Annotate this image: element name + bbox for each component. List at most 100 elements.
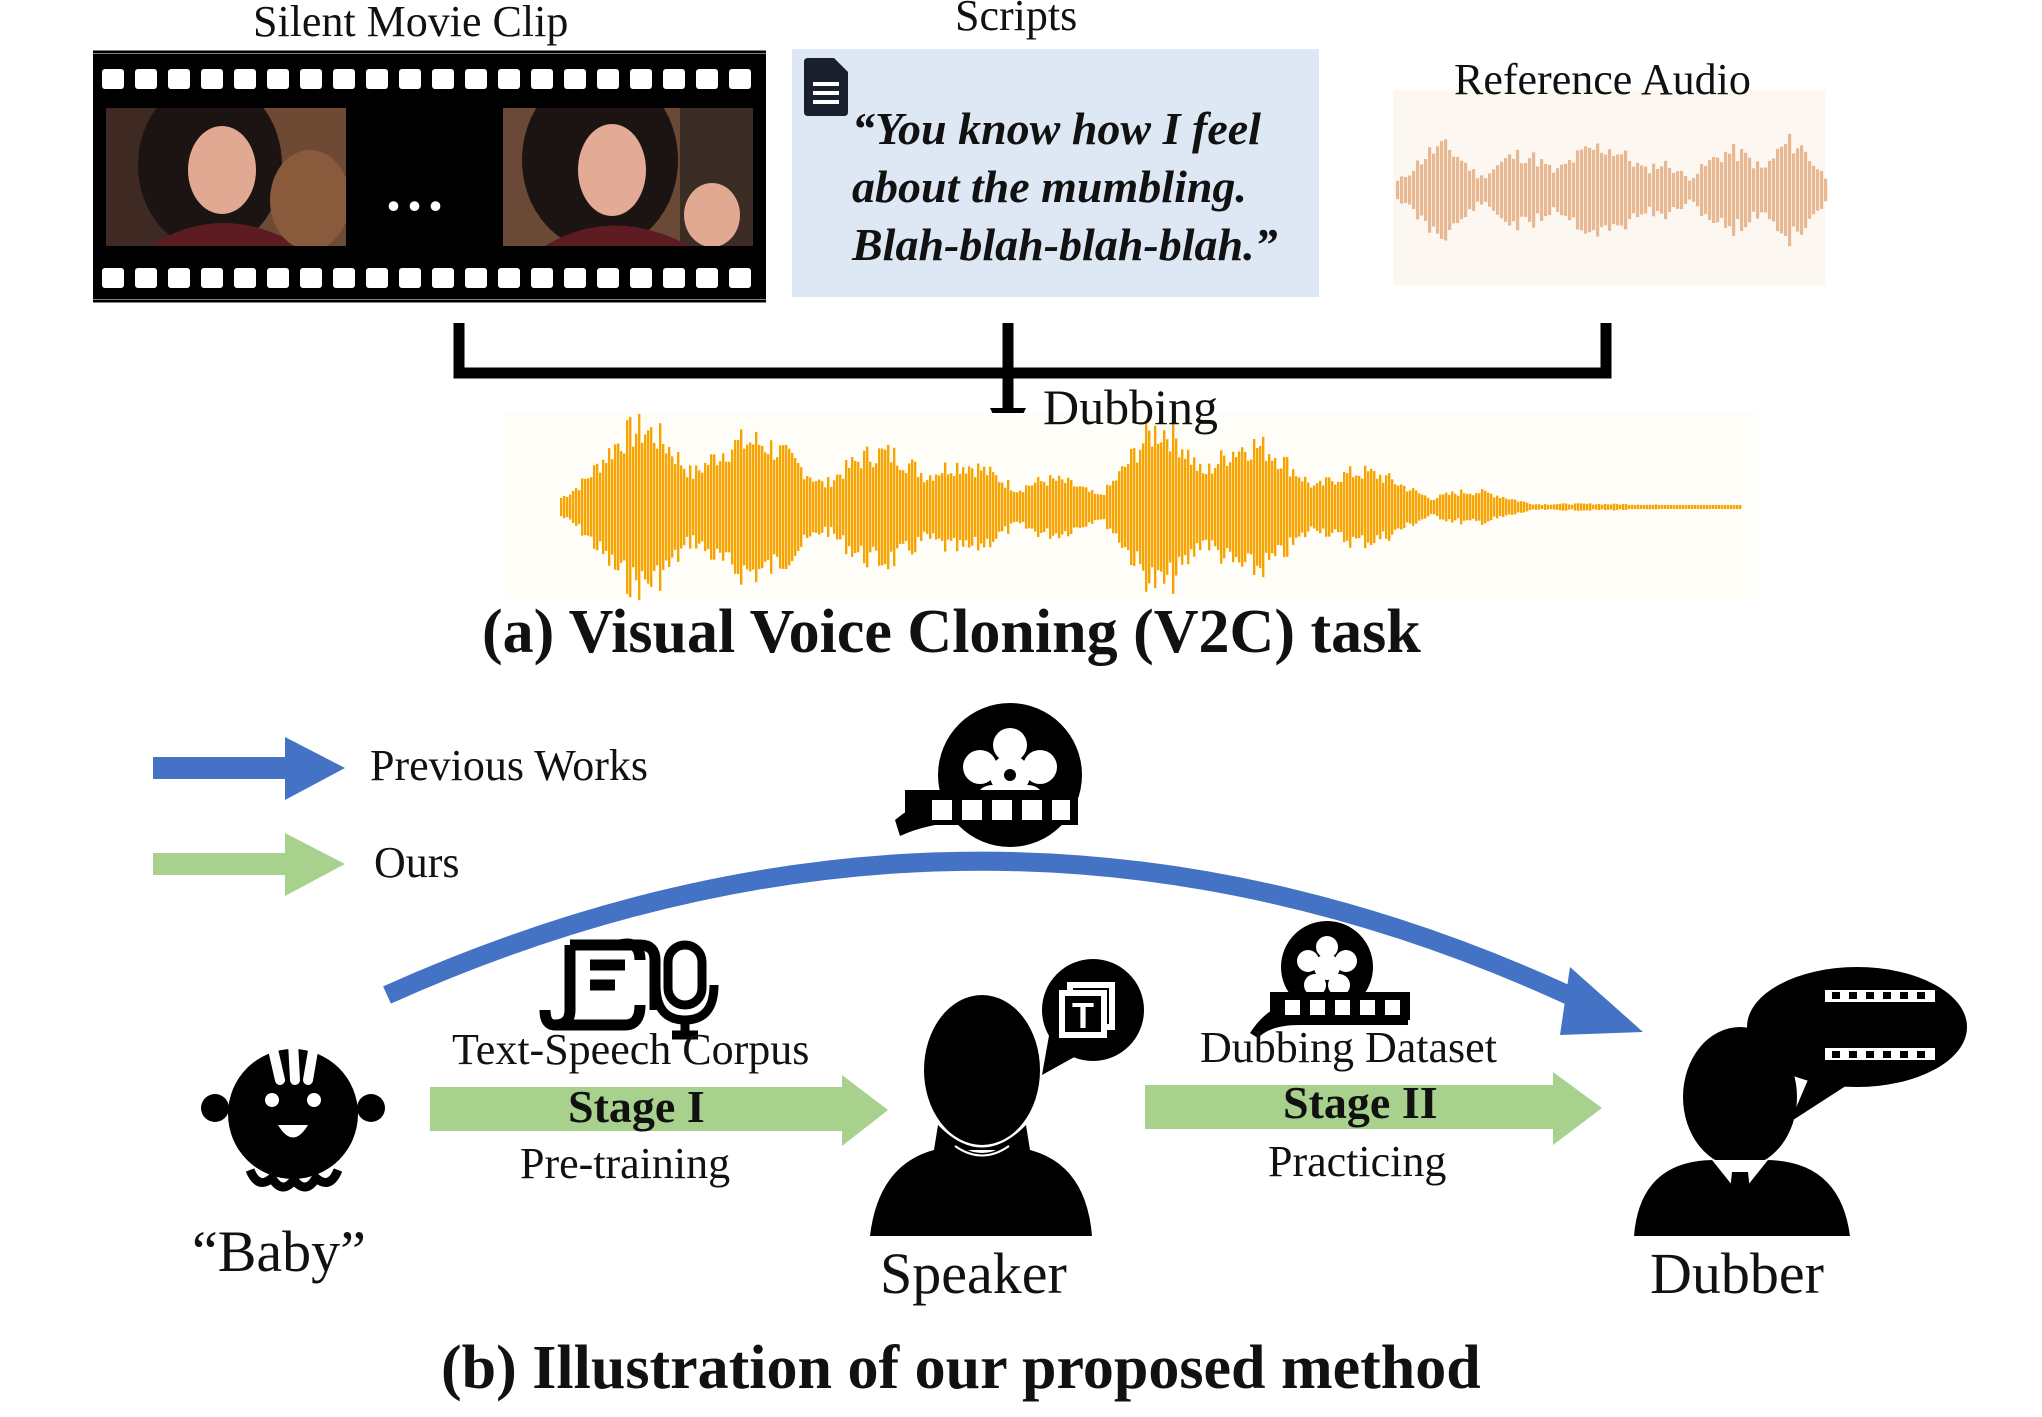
waveform-bar: [1460, 160, 1464, 220]
waveform-bar: [1043, 481, 1046, 533]
waveform-bar: [878, 448, 881, 566]
waveform-bar: [1127, 463, 1130, 551]
waveform-bar: [1604, 503, 1607, 511]
waveform-bar: [1484, 490, 1487, 524]
waveform-bar: [1535, 504, 1538, 510]
waveform-bar: [1058, 475, 1061, 539]
sprocket-hole: [498, 69, 520, 89]
waveform-bar: [965, 473, 968, 541]
movie-clip-label: Silent Movie Clip: [253, 0, 569, 46]
waveform-bar: [791, 452, 794, 562]
waveform-bar: [1584, 146, 1588, 234]
waveform-bar: [1379, 474, 1382, 540]
waveform-bar: [1622, 504, 1625, 510]
waveform-bar: [1644, 166, 1648, 214]
waveform-bar: [782, 445, 785, 569]
waveform-bar: [974, 477, 977, 537]
waveform-bar: [1448, 494, 1451, 520]
waveform-bar: [1436, 498, 1439, 516]
waveform-bar: [1394, 484, 1397, 530]
waveform-bar: [1196, 470, 1199, 544]
waveform-bar: [1624, 150, 1628, 230]
waveform-bar: [1235, 457, 1238, 557]
waveform-bar: [1586, 503, 1589, 511]
waveform-bar: [1720, 162, 1724, 218]
waveform-bar: [1556, 504, 1559, 510]
waveform-bar: [1452, 156, 1456, 224]
waveform-bar: [818, 479, 821, 535]
waveform-bar: [1728, 153, 1732, 227]
waveform-bar: [989, 466, 992, 548]
waveform-bar: [1376, 478, 1379, 536]
waveform-bar: [1442, 494, 1445, 520]
sprocket-hole: [234, 69, 256, 89]
waveform-bar: [662, 443, 665, 571]
waveform-bar: [671, 456, 674, 558]
dataset-label: Dubbing Dataset: [1200, 1023, 1497, 1072]
waveform-bar: [977, 463, 980, 551]
waveform-bar: [737, 440, 740, 574]
waveform-bar: [728, 461, 731, 553]
waveform-bar: [1265, 461, 1268, 553]
waveform-bar: [1536, 166, 1540, 214]
waveform-bar: [1655, 504, 1658, 510]
waveform-bar: [1480, 175, 1484, 205]
waveform-bar: [794, 458, 797, 556]
waveform-bar: [1403, 485, 1406, 529]
waveform-bar: [1634, 504, 1637, 510]
waveform-bar: [599, 472, 602, 542]
waveform-bar: [842, 478, 845, 536]
waveform-bar: [713, 454, 716, 560]
waveform-bar: [1679, 505, 1682, 509]
caption-b: (b) Illustration of our proposed method: [441, 1334, 1481, 1402]
waveform-bar: [1694, 505, 1697, 509]
waveform-bar: [608, 448, 611, 566]
waveform-bar: [1820, 171, 1824, 209]
waveform-bar: [836, 474, 839, 540]
waveform-bar: [635, 433, 638, 581]
dataset-reel-icon: [1250, 921, 1410, 1038]
waveform-bar: [1672, 172, 1676, 208]
waveform-bar: [587, 478, 590, 536]
waveform-bar: [1596, 143, 1600, 237]
waveform-bar: [1500, 161, 1504, 219]
waveform-bar: [701, 472, 704, 542]
waveform-bar: [1538, 504, 1541, 510]
waveform-bar: [1001, 482, 1004, 532]
waveform-bar: [623, 453, 626, 561]
waveform-bar: [1706, 505, 1709, 509]
speaker-icon: [870, 995, 1092, 1236]
waveform-bar: [1616, 504, 1619, 510]
waveform-bar: [1169, 451, 1172, 563]
waveform-bar: [1262, 436, 1265, 578]
waveform-bar: [887, 444, 890, 570]
waveform-bar: [1481, 489, 1484, 525]
waveform-bar: [1469, 493, 1472, 521]
waveform-bar: [1400, 484, 1403, 530]
waveform-bar: [1598, 503, 1601, 511]
waveform-bar: [767, 454, 770, 560]
waveform-bar: [1466, 493, 1469, 521]
sprocket-hole: [465, 268, 487, 288]
waveform-bar: [1664, 505, 1667, 509]
waveform-bar: [980, 470, 983, 544]
waveform-bar: [1416, 160, 1420, 220]
waveform-bar: [1816, 169, 1820, 211]
waveform-bar: [1007, 480, 1010, 534]
waveform-bar: [1385, 475, 1388, 539]
waveform-bar: [986, 475, 989, 539]
waveform-bar: [1400, 176, 1404, 204]
waveform-bar: [686, 477, 689, 537]
sprocket-hole: [300, 69, 322, 89]
stage2-sub-label: Practicing: [1268, 1137, 1447, 1186]
waveform-bar: [1756, 161, 1760, 219]
waveform-bar: [1316, 483, 1319, 531]
waveform-bar: [827, 477, 830, 537]
waveform-bar: [1496, 165, 1500, 215]
waveform-bar: [1664, 160, 1668, 220]
waveform-bar: [1559, 503, 1562, 511]
waveform-bar: [1652, 163, 1656, 217]
waveform-bar: [1432, 153, 1436, 227]
waveform-bar: [716, 465, 719, 549]
